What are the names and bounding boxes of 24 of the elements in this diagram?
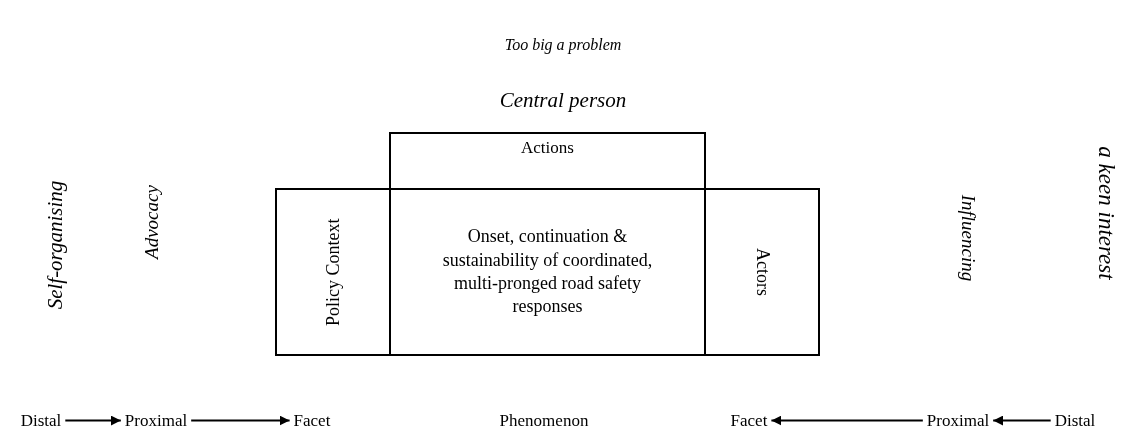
box-text: Policy Context — [322, 217, 344, 327]
heading-text: Too big a problem — [504, 36, 622, 54]
side-label: Self-organising — [42, 180, 68, 310]
side-label: Advocacy — [141, 185, 163, 259]
scale-label: Distal — [13, 411, 69, 431]
box-text: Onset, continuation & sustainability of coordinated, multi-pronged road safety responses — [441, 225, 654, 319]
arrow — [770, 415, 924, 426]
scale-label: Proximal — [912, 411, 1004, 431]
scale-label: Facet — [719, 411, 779, 431]
scale-label: Distal — [1044, 411, 1106, 431]
arrow — [190, 415, 291, 426]
arrow — [992, 415, 1052, 426]
box-text: Actors — [751, 248, 773, 296]
box-text: Actions — [521, 138, 574, 158]
side-label: Influencing — [957, 194, 979, 282]
top-box — [389, 132, 706, 190]
scale-label: Proximal — [110, 411, 202, 431]
side-box — [704, 188, 820, 356]
side-box — [275, 188, 391, 356]
scale-label: Phenomenon — [478, 411, 610, 431]
heading-text: Central person — [499, 87, 627, 113]
scale-label: Facet — [282, 411, 342, 431]
arrow — [64, 415, 122, 426]
side-label: a keen interest — [1093, 146, 1119, 280]
